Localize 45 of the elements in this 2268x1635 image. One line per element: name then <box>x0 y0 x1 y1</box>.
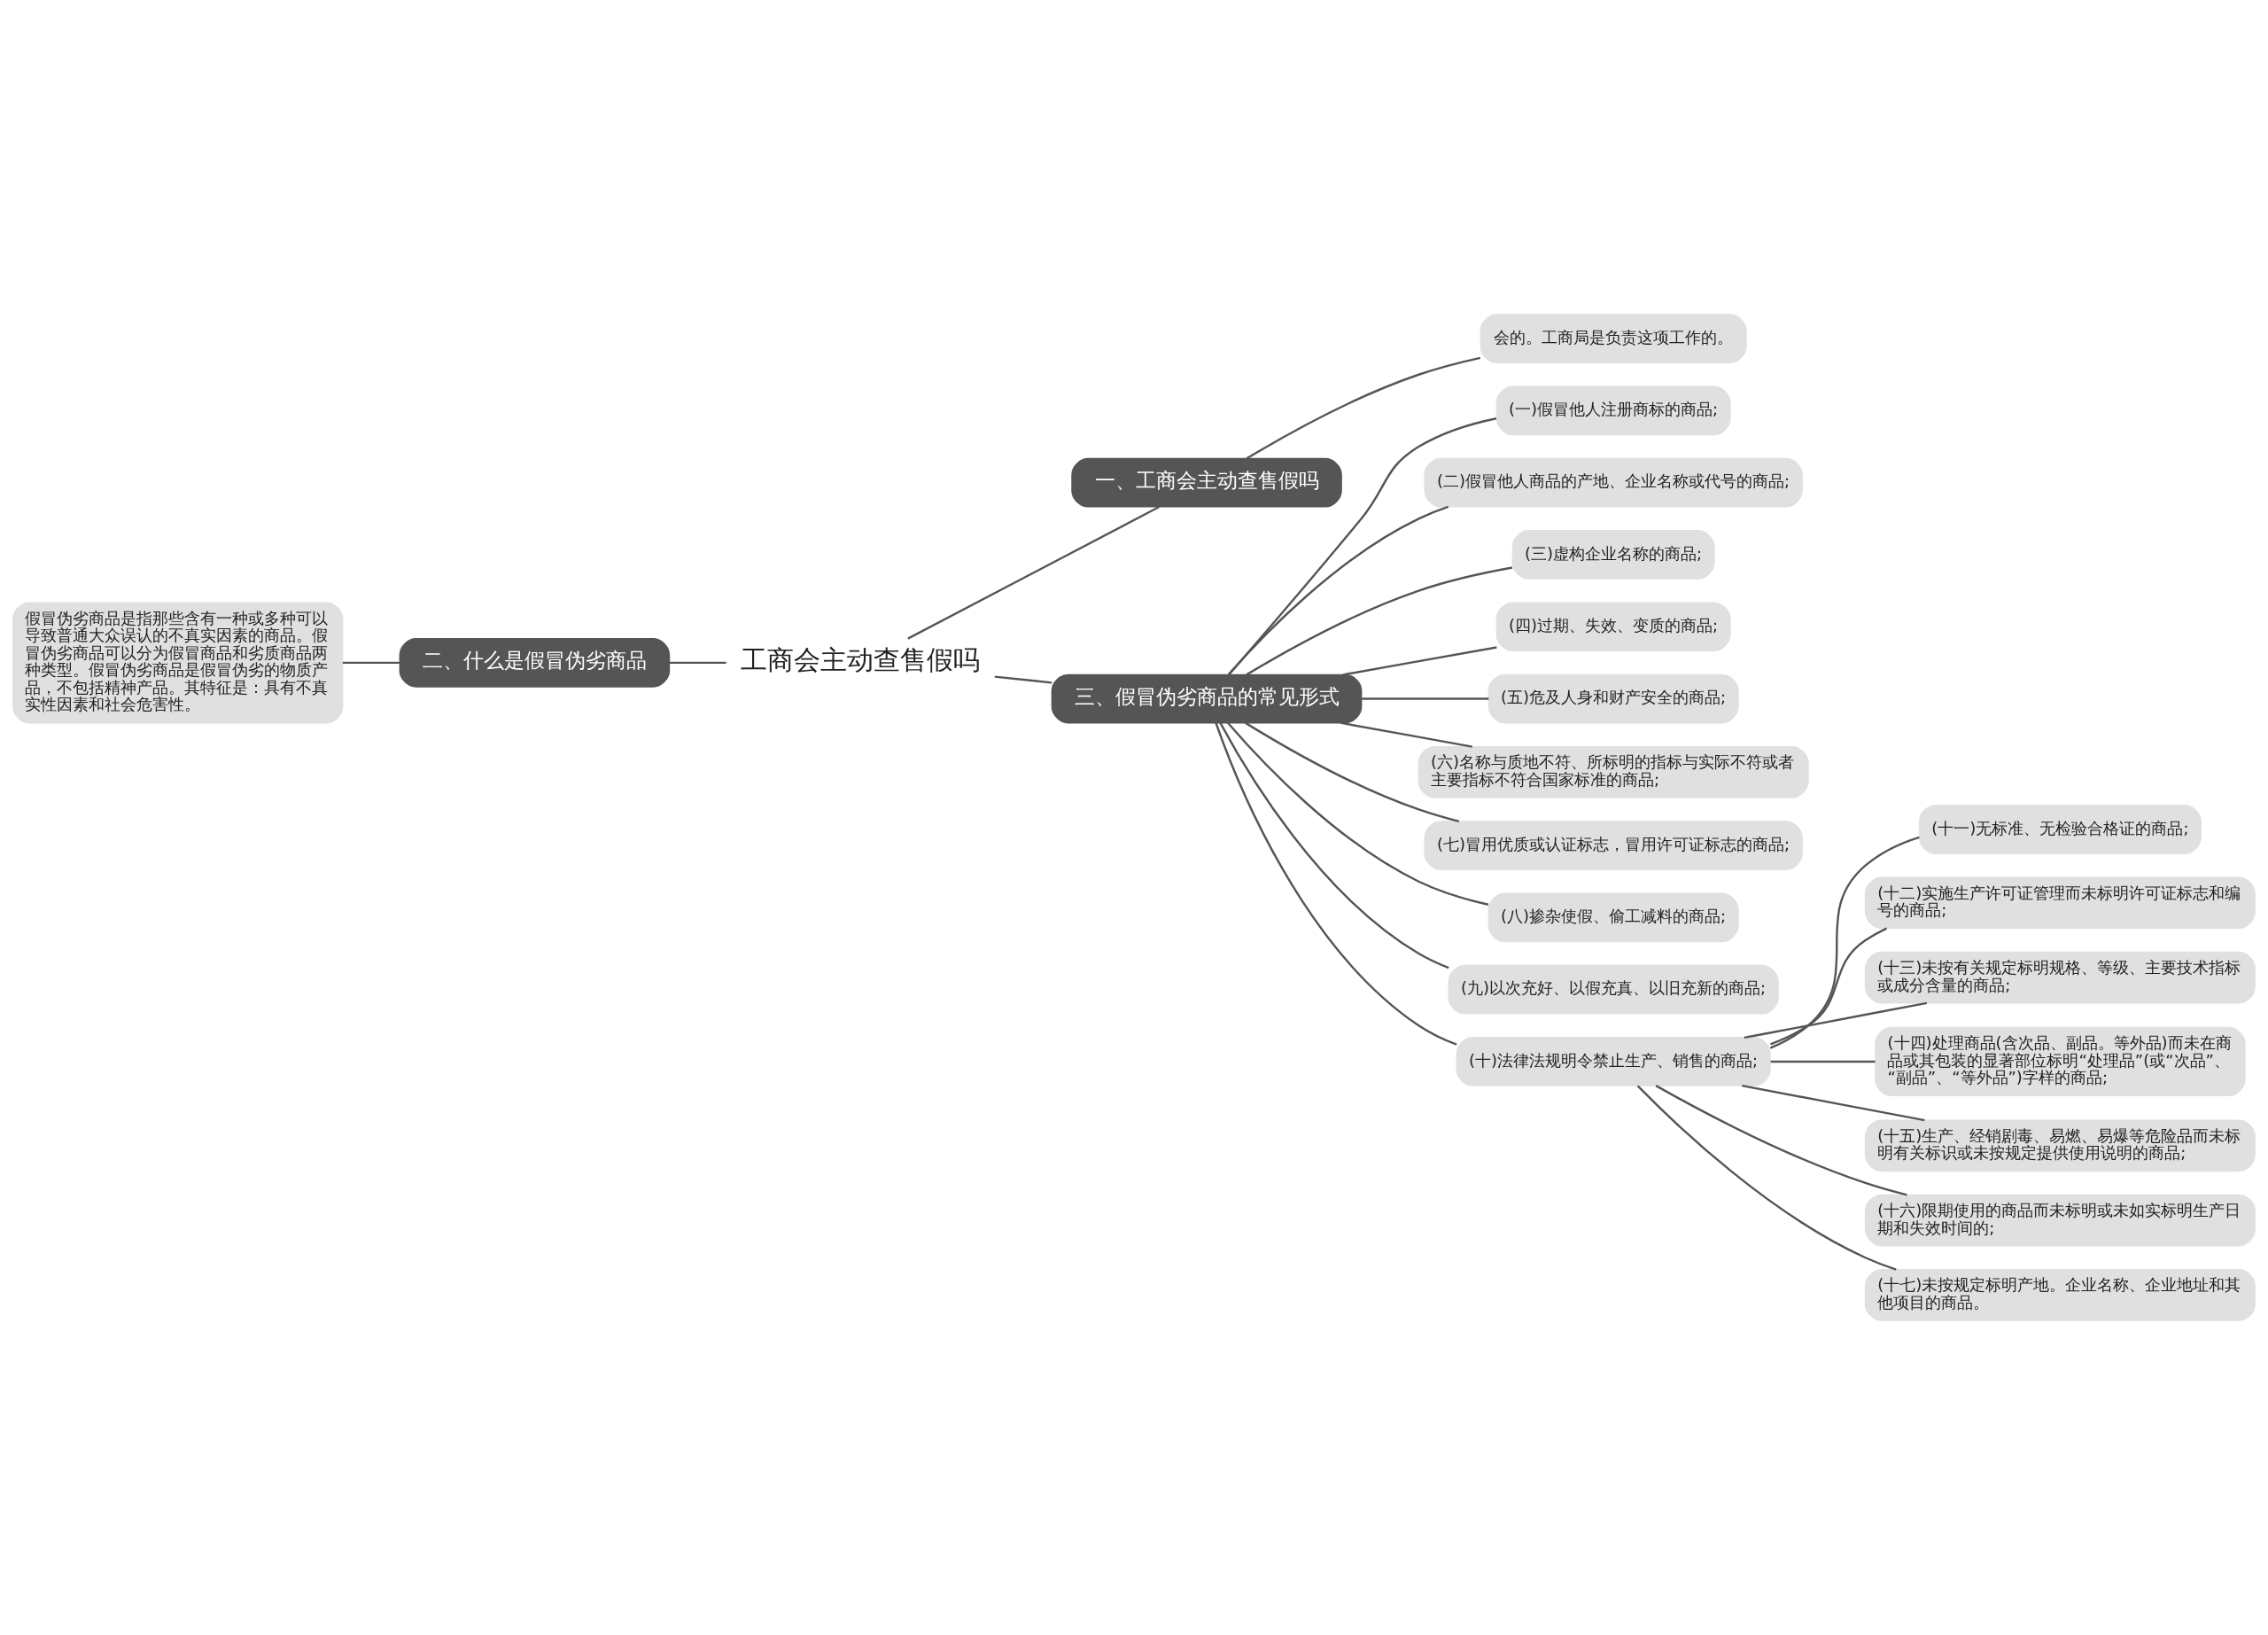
connector <box>1227 505 1449 675</box>
connector <box>1742 1084 1925 1122</box>
node-box: (十一)无标准、无检验合格证的商品; <box>1918 805 2202 854</box>
node-box: (一)假冒他人注册商标的商品; <box>1495 385 1731 436</box>
node-box: (十六)限期使用的商品而未标明或未如实标明生产日期和失效时间的; <box>1864 1194 2256 1247</box>
connector <box>669 661 726 665</box>
node-box: (七)冒用优质或认证标志，冒用许可证标志的商品; <box>1424 821 1803 870</box>
node-box: (十二)实施生产许可证管理而未标明许可证标志和编号的商品; <box>1864 876 2256 930</box>
node-box: 会的。工商局是负责这项工作的。 <box>1480 314 1747 363</box>
node-box: (十四)处理商品(含次品、副品。等外品)而未在商品或其包装的显著部位标明“处理品”(或“次品”、“副品”、“等外品”)字样的商品; <box>1875 1026 2246 1097</box>
connector <box>1770 927 1888 1046</box>
node-box: (九)以次充好、以假充真、以旧充新的商品; <box>1448 964 1779 1015</box>
connector <box>342 661 400 665</box>
connector <box>1769 836 1920 1049</box>
node-box: 一、工商会主动查售假吗 <box>1071 457 1342 508</box>
node-box: (十)法律法规明令禁止生产、销售的商品; <box>1456 1037 1771 1086</box>
node-box: 二、什么是假冒伪劣商品 <box>399 638 671 688</box>
connector <box>994 675 1052 684</box>
connector <box>1246 356 1481 460</box>
connector <box>1228 417 1497 675</box>
node-box: (十七)未按规定标明产地。企业名称、企业地址和其他项目的商品。 <box>1864 1269 2256 1321</box>
connector <box>1362 697 1489 700</box>
connector <box>1227 721 1489 906</box>
node-box: 假冒伪劣商品是指那些含有一种或多种可以导致普通大众误认的不真实因素的商品。假冒伪劣商品可以分为假冒商品和劣质商品两种类型。假冒伪劣商品是假冒伪劣的物质产品，不包括精神产品。其特征是：具有不真实性因素和社会危害性。 <box>12 602 344 724</box>
node-text: 工商会主动查售假吗 <box>741 644 981 676</box>
node-box: (四)过期、失效、变质的商品; <box>1495 602 1731 652</box>
node-box: (十三)未按有关规定标明规格、等级、主要技术指标或成分含量的商品; <box>1864 951 2256 1004</box>
connector <box>907 506 1160 640</box>
connector <box>1636 1085 1897 1271</box>
node-box: 三、假冒伪劣商品的常见形式 <box>1051 673 1363 724</box>
node-box: (十五)生产、经销剧毒、易燃、易爆等危险品而未标明有关标识或未按规定提供使用说明的商品; <box>1864 1119 2256 1172</box>
node-box: (八)掺杂使假、偷工减料的商品; <box>1487 892 1739 943</box>
connector <box>1342 646 1497 676</box>
connector <box>1744 1001 1928 1039</box>
connector <box>1655 1085 1907 1196</box>
connector <box>1219 722 1449 969</box>
node-box: (五)危及人身和财产安全的商品; <box>1487 673 1739 724</box>
connector <box>1770 1060 1876 1063</box>
connector <box>1340 721 1472 748</box>
connector <box>1246 566 1513 676</box>
connector <box>1215 722 1457 1046</box>
node-box: (二)假冒他人商品的产地、企业名称或代号的商品; <box>1424 457 1803 508</box>
node-box: (六)名称与质地不符、所标明的指标与实际不符或者主要指标不符合国家标准的商品; <box>1418 745 1809 798</box>
connector <box>1245 721 1460 823</box>
node-box: (三)虚构企业名称的商品; <box>1511 530 1715 580</box>
